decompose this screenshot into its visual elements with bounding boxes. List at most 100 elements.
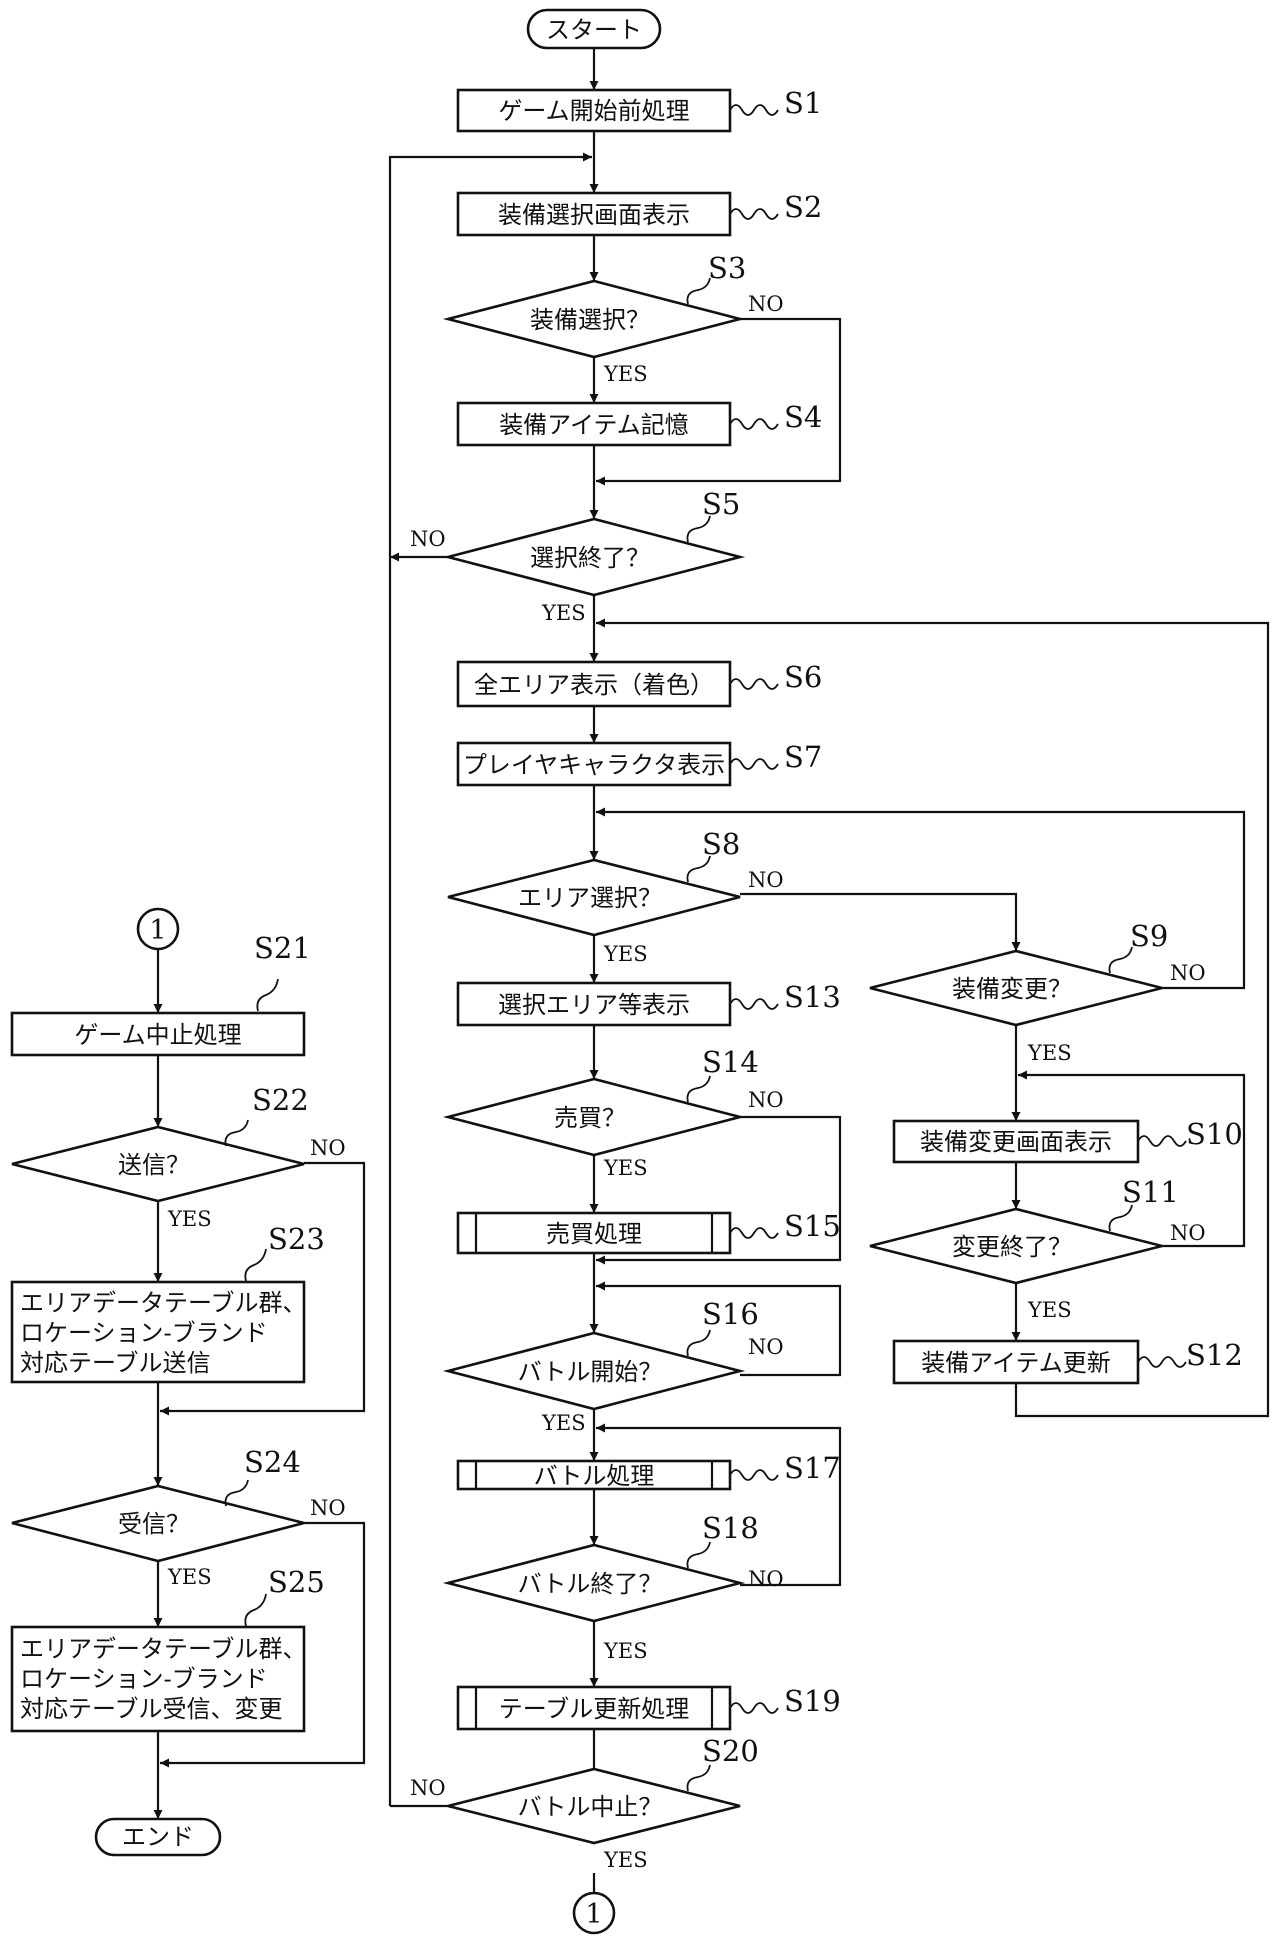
leader-squiggle	[256, 978, 279, 1012]
process-label: 全エリア表示（着色）	[474, 671, 714, 699]
subroutine-label: テーブル更新処理	[499, 1695, 690, 1723]
start-terminal	[526, 8, 662, 50]
process-box	[10, 1011, 306, 1057]
process-box	[892, 1339, 1140, 1385]
decision-diamond	[11, 1484, 305, 1563]
process-label-line: エリアデータテーブル群、	[20, 1289, 307, 1317]
step-label: S18	[702, 1511, 759, 1545]
leader-squiggle	[729, 418, 779, 430]
step-label: S11	[1122, 1175, 1179, 1209]
leader-squiggle	[729, 104, 779, 116]
process-label: 装備アイテム記憶	[499, 411, 689, 439]
start-label: スタート	[546, 16, 642, 44]
process-label: ゲーム中止処理	[74, 1021, 241, 1049]
step-label: S10	[1186, 1117, 1243, 1151]
leader-squiggle	[729, 758, 779, 770]
yes-label: YES	[167, 1207, 212, 1231]
leader-squiggle	[224, 1119, 249, 1147]
decision-label: エリア選択？	[518, 884, 662, 912]
flow-arrow	[388, 152, 592, 1806]
leader-squiggle	[686, 855, 711, 883]
no-label: NO	[748, 1567, 784, 1591]
yes-label: YES	[541, 1411, 586, 1435]
process-label-line: エリアデータテーブル群、	[20, 1635, 307, 1663]
process-box	[10, 1280, 306, 1384]
step-label: S25	[268, 1565, 325, 1599]
decision-label: 装備選択？	[530, 306, 650, 334]
decision-label: 送信？	[118, 1151, 190, 1179]
decision-label: バトル中止？	[518, 1793, 663, 1821]
yes-label: YES	[167, 1565, 212, 1589]
flow-arrow	[1018, 1070, 1246, 1248]
leader-squiggle	[244, 1248, 267, 1282]
step-label: S13	[784, 980, 841, 1014]
flow-arrow	[596, 618, 1270, 1418]
no-label: NO	[410, 527, 446, 551]
leader-squiggle	[244, 1593, 267, 1627]
step-label: S9	[1130, 919, 1168, 953]
connector-label: 1	[585, 1899, 602, 1930]
process-box	[456, 88, 732, 133]
decision-label: 売買？	[554, 1104, 626, 1132]
subroutine-box	[456, 1685, 732, 1731]
end-terminal	[94, 1817, 222, 1857]
decision-diamond	[869, 1207, 1163, 1285]
leader-squiggle	[729, 1702, 779, 1714]
leader-squiggle	[686, 515, 711, 543]
process-box	[892, 1119, 1140, 1164]
leader-squiggle	[729, 998, 779, 1010]
flow-arrow	[596, 1423, 842, 1587]
no-label: NO	[1170, 1221, 1206, 1245]
subroutine-box	[456, 1211, 732, 1255]
flow-arrow	[160, 1161, 366, 1416]
step-label: S3	[708, 251, 746, 285]
yes-label: YES	[603, 1639, 648, 1663]
no-label: NO	[310, 1496, 346, 1520]
no-label: NO	[748, 292, 784, 316]
process-label: 選択エリア等表示	[498, 991, 690, 1019]
decision-diamond	[442, 1543, 746, 1623]
flowchart-shapes: スタート ゲーム開始前処理 装備選択画面表示 装備選択？ 装備アイテム記憶 選択…	[10, 8, 1163, 1935]
branch-labels: YES NO YES NO YES NO YES NO YES NO YES N…	[167, 292, 1206, 1872]
process-label-line: 対応テーブル受信、変更	[20, 1695, 283, 1723]
decision-label: 選択終了？	[530, 544, 650, 572]
step-label: S6	[784, 660, 822, 694]
connector-circle-in	[136, 907, 180, 951]
process-label: 装備変更画面表示	[920, 1128, 1112, 1156]
decision-label: バトル開始？	[518, 1358, 663, 1386]
leader-squiggle	[686, 1764, 711, 1792]
leader-squiggle	[686, 1541, 711, 1569]
step-labels: S1 S2 S3 S4 S5 S6 S7 S8 S13 S14 S15 S16 …	[224, 86, 1243, 1792]
decision-label: 変更終了？	[952, 1233, 1072, 1261]
step-label: S4	[784, 400, 822, 434]
process-label: 装備選択画面表示	[498, 201, 690, 229]
process-box	[456, 401, 732, 447]
process-label-line: ロケーション-ブランド	[20, 1665, 268, 1693]
process-label: 装備アイテム更新	[921, 1349, 1111, 1377]
no-label: NO	[748, 1335, 784, 1359]
decision-diamond	[442, 279, 746, 359]
yes-label: YES	[603, 1848, 648, 1872]
flow-arrow	[596, 1281, 842, 1377]
flow-arrow	[596, 1115, 842, 1265]
subroutine-label: 売買処理	[546, 1220, 642, 1248]
yes-label: YES	[603, 942, 648, 966]
flow-arrow	[596, 807, 1246, 990]
connector-circle-out	[572, 1891, 616, 1935]
step-label: S2	[784, 190, 822, 224]
leader-squiggle	[1108, 1204, 1133, 1232]
yes-label: YES	[603, 1156, 648, 1180]
step-label: S7	[784, 740, 822, 774]
step-label: S24	[244, 1445, 301, 1479]
flow-arrow	[160, 1521, 366, 1768]
leader-squiggle	[729, 1469, 779, 1481]
process-label-line: 対応テーブル送信	[20, 1349, 211, 1377]
step-label: S20	[702, 1734, 759, 1768]
connector-label: 1	[149, 915, 166, 946]
leader-squiggle	[729, 678, 779, 690]
no-label: NO	[748, 1088, 784, 1112]
leader-squiggle	[686, 277, 711, 305]
process-box	[10, 1625, 306, 1733]
process-label: プレイヤキャラクタ表示	[463, 751, 725, 779]
